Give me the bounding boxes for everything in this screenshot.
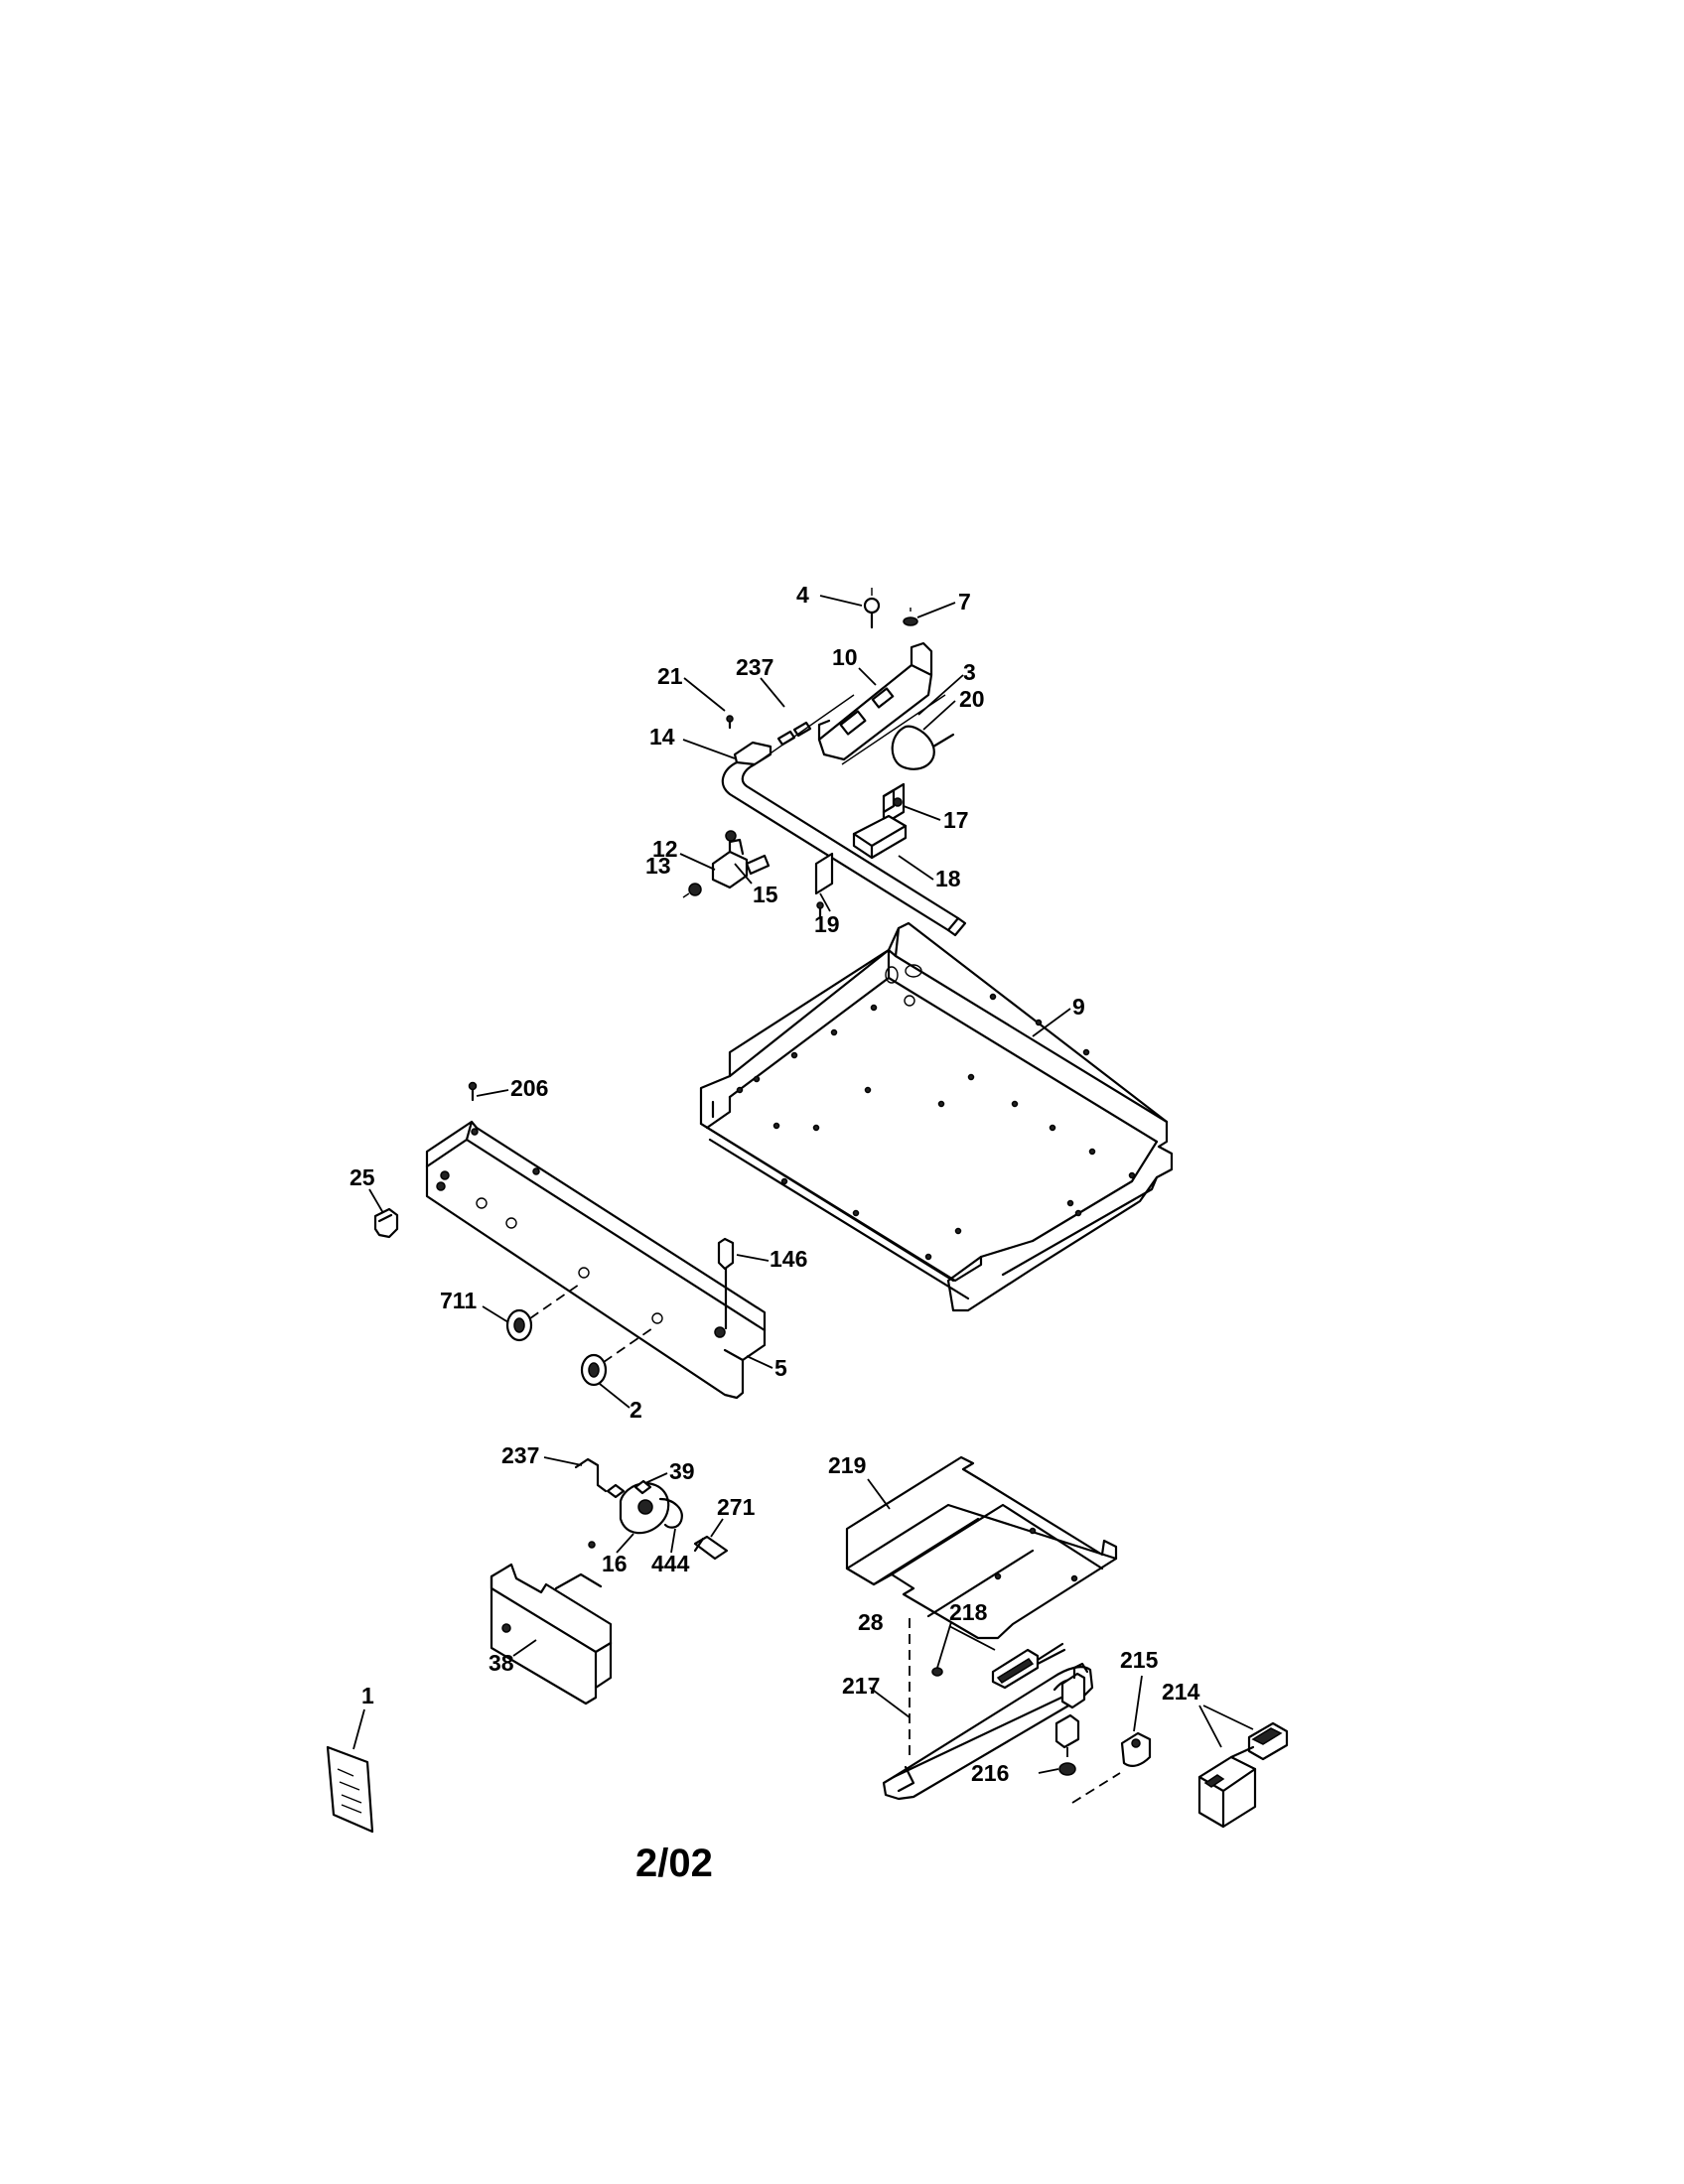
part-18-bracket (852, 814, 908, 860)
label-part-20: 20 (959, 686, 985, 712)
label-part-2: 2 (630, 1397, 642, 1423)
part-214-spark-module (1197, 1721, 1289, 1829)
revision-date: 2/02 (635, 1842, 713, 1885)
part-19-clip (814, 852, 834, 920)
label-part-146: 146 (770, 1246, 807, 1272)
part-28-screw (931, 1667, 943, 1677)
label-part-214: 214 (1162, 1679, 1200, 1705)
part-17-clip (882, 782, 906, 826)
label-part-7: 7 (958, 589, 971, 614)
part-237-orifice (776, 721, 812, 747)
part-7-grommet (903, 608, 918, 626)
tray-holes (736, 993, 1136, 1261)
part-206-screw (468, 1081, 478, 1102)
label-part-237-bottom: 237 (501, 1442, 539, 1468)
label-part-21: 21 (657, 663, 683, 689)
part-20-tube (891, 725, 955, 770)
manifold-assembly (682, 588, 967, 937)
part-15-fitting (725, 830, 737, 842)
label-part-271: 271 (717, 1494, 756, 1520)
label-part-1: 1 (361, 1683, 374, 1708)
label-part-218: 218 (949, 1599, 988, 1625)
label-part-206: 206 (510, 1075, 548, 1101)
label-part-4: 4 (796, 582, 809, 608)
part-4-screw (863, 588, 881, 629)
part-9-burner-box (699, 921, 1174, 1312)
part-217-burner-tube (882, 1662, 1094, 1801)
part-219-cover (845, 1455, 1118, 1640)
part-39-regulator (574, 1457, 683, 1549)
label-part-18: 18 (935, 866, 961, 891)
part-216-orifice (1054, 1713, 1080, 1776)
label-part-444: 444 (651, 1551, 690, 1576)
label-part-237-top: 237 (736, 654, 773, 680)
label-part-215: 215 (1120, 1647, 1159, 1673)
label-part-28: 28 (858, 1609, 884, 1635)
part-38-shield (490, 1563, 613, 1706)
label-part-17: 17 (943, 807, 969, 833)
part-271-fitting (693, 1535, 729, 1561)
label-part-39: 39 (669, 1458, 695, 1484)
part-21-screw (726, 715, 734, 730)
label-part-10: 10 (832, 644, 858, 670)
label-part-19: 19 (814, 911, 840, 937)
part-12-valve (711, 838, 771, 889)
label-part-38: 38 (489, 1650, 514, 1676)
part-14-manifold (721, 694, 967, 937)
label-part-16: 16 (602, 1551, 628, 1576)
part-13-nut (682, 883, 702, 898)
label-part-9: 9 (1072, 994, 1085, 1020)
label-part-5: 5 (774, 1355, 787, 1381)
part-25-clip (373, 1207, 399, 1239)
part-2-knob (580, 1325, 656, 1387)
part-10-bracket (817, 641, 933, 761)
label-part-217: 217 (842, 1673, 880, 1699)
label-part-14: 14 (649, 724, 675, 750)
part-218-connector (991, 1642, 1066, 1690)
label-part-25: 25 (350, 1164, 375, 1190)
part-1-manual (326, 1745, 374, 1834)
label-part-12: 12 (652, 836, 678, 862)
part-146-ignitor (717, 1237, 735, 1330)
label-part-15: 15 (753, 882, 778, 907)
label-part-711: 711 (440, 1288, 477, 1313)
label-part-13: 13 (645, 853, 671, 879)
part-711-knob (505, 1284, 580, 1342)
part-labels: 4 7 10 3 237 21 20 14 12 13 15 17 18 19 … (350, 582, 1200, 1786)
part-215-bracket (1120, 1731, 1152, 1767)
label-part-3: 3 (963, 659, 976, 685)
leader-lines (352, 595, 1254, 1774)
label-part-219: 219 (828, 1452, 866, 1478)
label-part-216: 216 (971, 1760, 1009, 1786)
part-5-panel (425, 1120, 767, 1400)
